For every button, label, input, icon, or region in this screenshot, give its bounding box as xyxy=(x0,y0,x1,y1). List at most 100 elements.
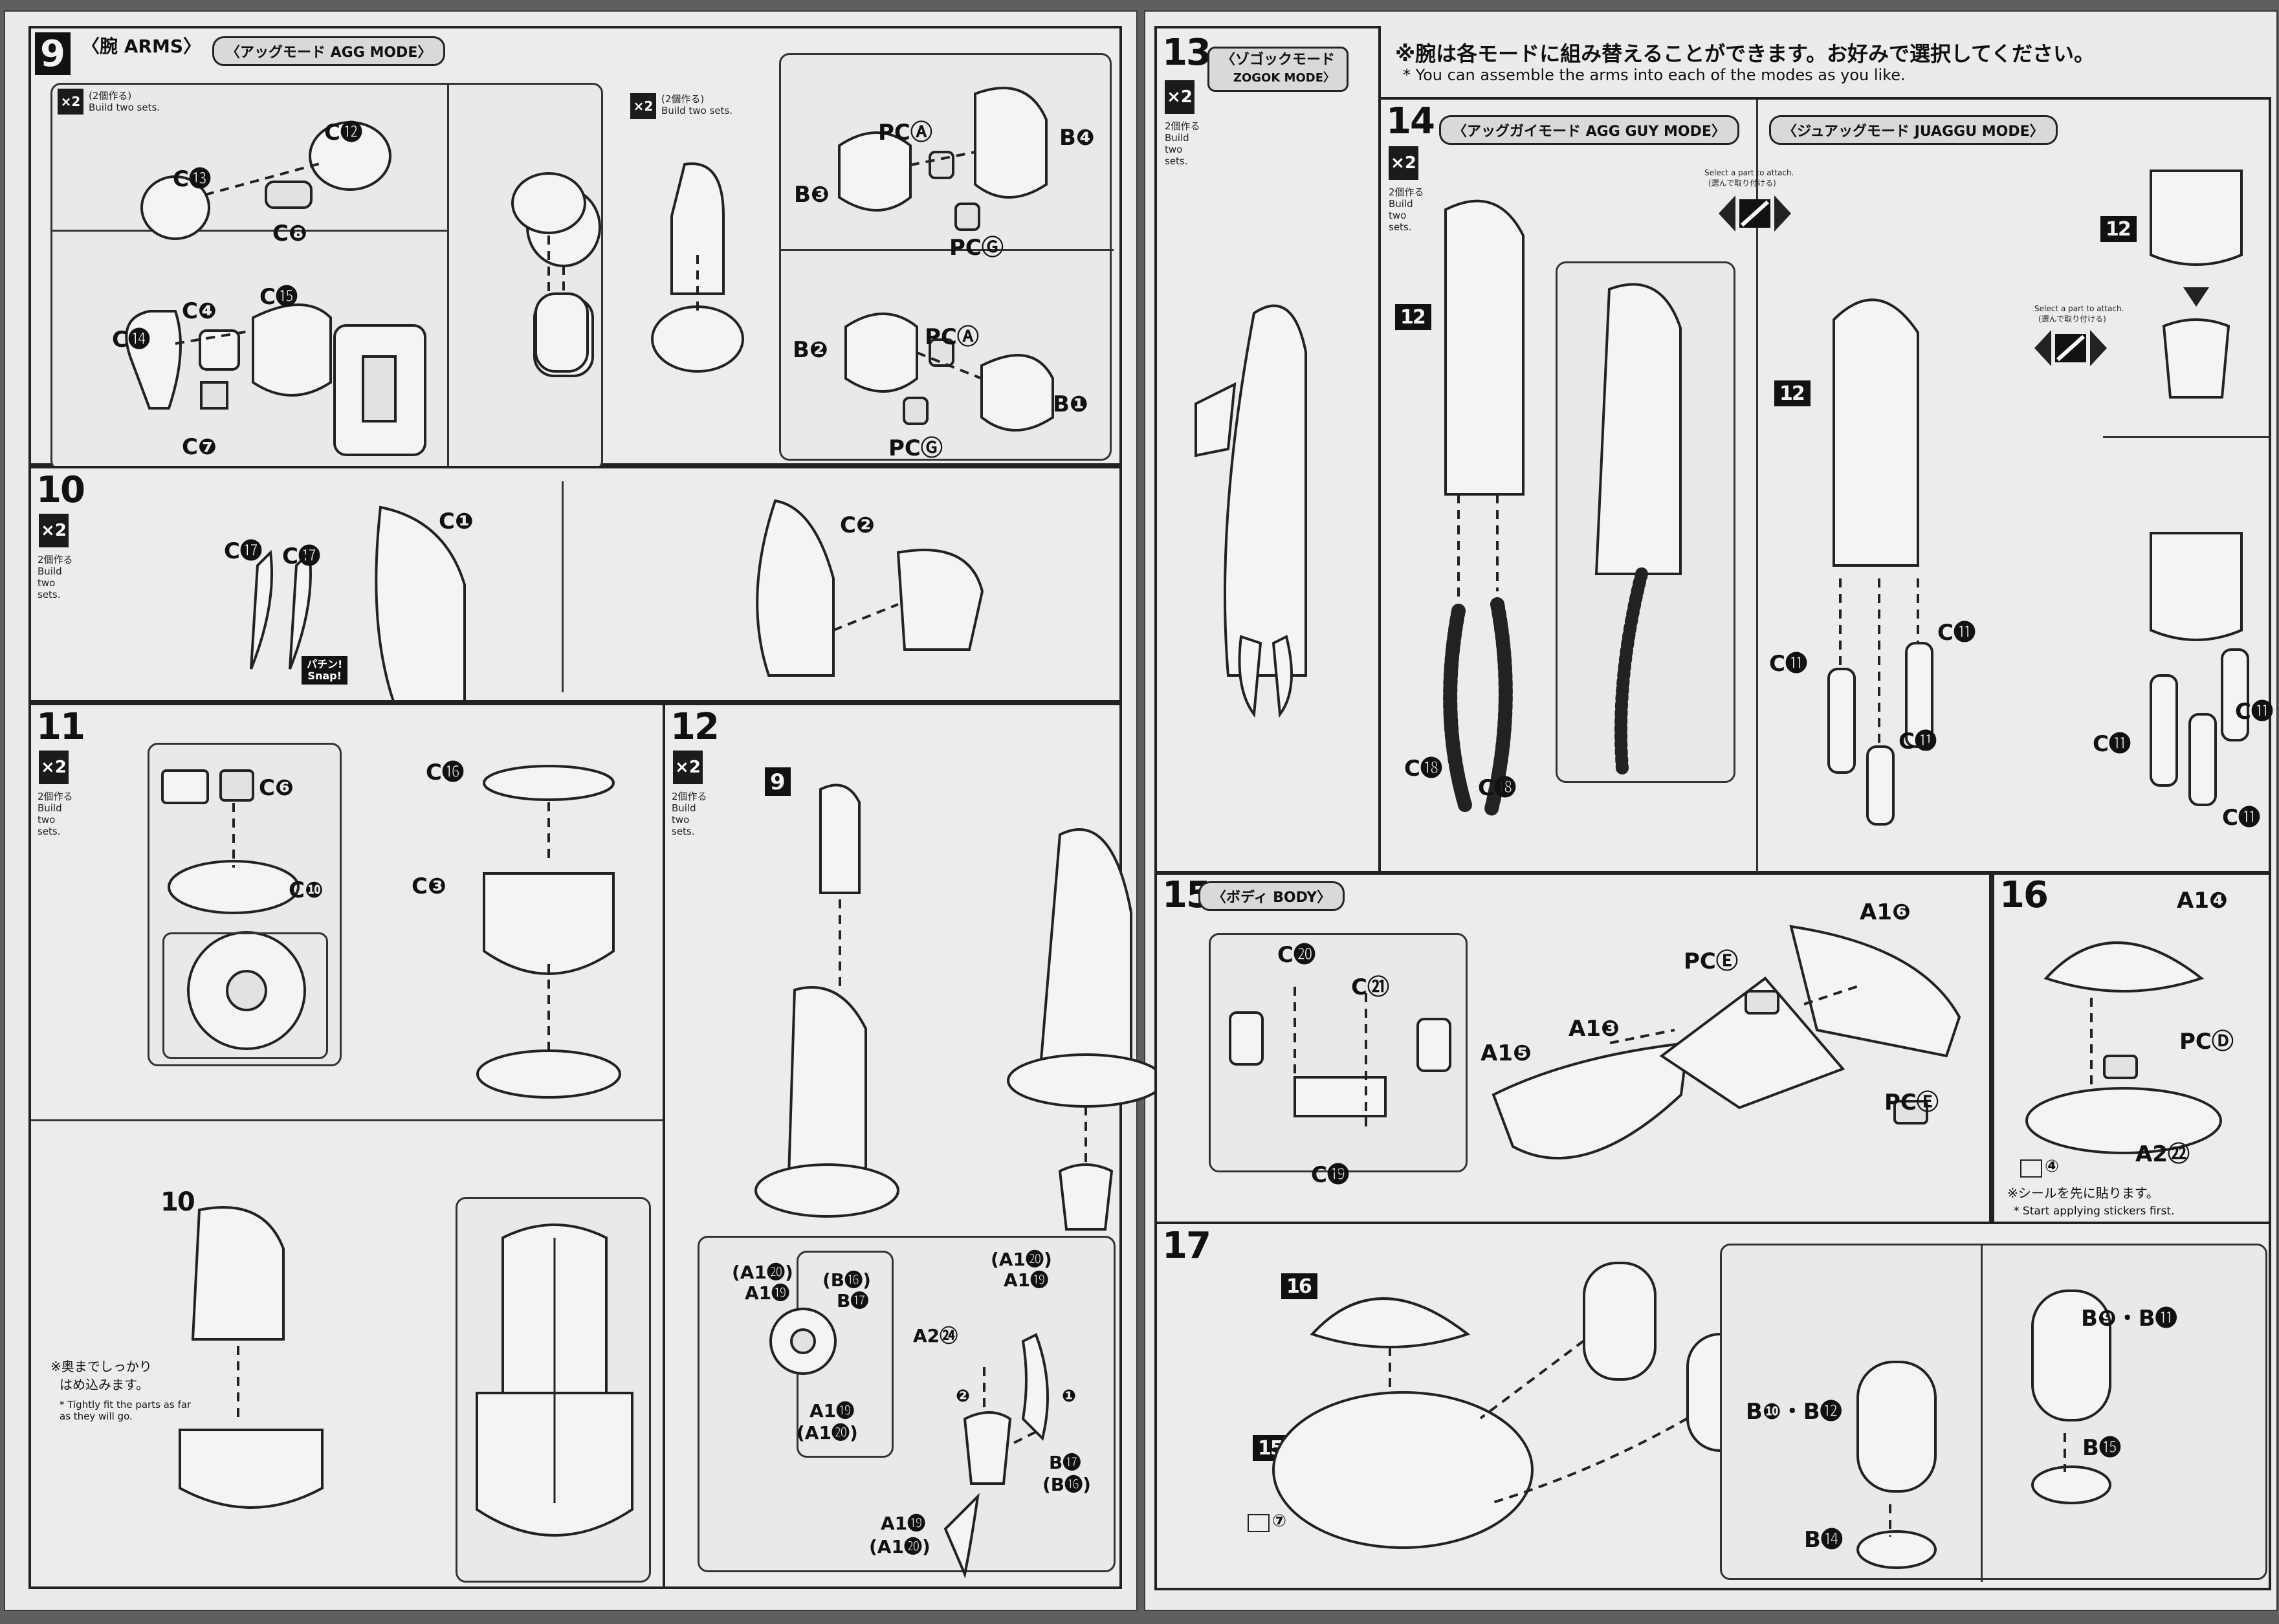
step-number: 16 xyxy=(1999,874,2049,916)
ref-step-16: 16 xyxy=(1281,1273,1317,1299)
part-label-b3: B❸ xyxy=(794,182,830,208)
x2-badge: ×2 xyxy=(673,751,703,784)
ref-step-10: 10 xyxy=(160,1187,195,1217)
divider xyxy=(1981,1245,1983,1582)
step9-panel: 9 〈腕 ARMS〉 〈アッグモード AGG MODE〉 ×2 (2個作る) B… xyxy=(28,26,1122,473)
part-label: (A1⓴) xyxy=(797,1422,858,1443)
divider xyxy=(447,85,449,473)
build-two-en: Build two sets. xyxy=(89,102,160,113)
part-label-b15: B⓯ xyxy=(2082,1435,2121,1461)
detail-box xyxy=(162,932,328,1059)
select-jp: (選んで取り付ける) xyxy=(1708,179,1776,188)
part-label-a14: A1❹ xyxy=(2177,888,2228,914)
part-label-c6: C❻ xyxy=(259,775,294,801)
step-title: 〈腕 ARMS〉 xyxy=(82,36,202,57)
part-label-pcd: PCⒹ xyxy=(2179,1029,2234,1055)
ref-step-9: 9 xyxy=(765,767,791,796)
divider xyxy=(52,230,447,232)
part-label-c11: C⓫ xyxy=(2235,699,2273,725)
build-two-en: Build two sets. xyxy=(38,802,62,837)
juaggu-mode-title: 〈ジュアッグモード JUAGGU MODE〉 xyxy=(1769,115,2058,145)
step15-panel: 15 〈ボディ BODY〉 C⓴ C㉑ C⓳ PCⒺ A1❻ A1❸ A1❺ P… xyxy=(1154,872,1992,1224)
agg-guy-alt-box xyxy=(1556,261,1735,783)
ref-step-12: 12 xyxy=(2100,216,2137,242)
x2-badge: ×2 xyxy=(1165,80,1195,114)
sub-assembly-inner xyxy=(148,743,342,1066)
part-label-b4: B❹ xyxy=(1059,125,1095,151)
part-label-c19: C⓳ xyxy=(1311,1162,1349,1188)
snap-en: Snap! xyxy=(307,670,342,682)
part-label-pca: PCⒶ xyxy=(925,324,979,350)
step-number: 11 xyxy=(36,706,85,748)
juaggu-arm-illustration xyxy=(1827,298,1933,826)
part-label-pce: PCⒺ xyxy=(1684,949,1738,974)
sub-assembly-right: PCⒶ B❹ B❸ PCⒼ PCⒶ B❷ B❶ PCⒼ xyxy=(779,53,1114,461)
part-label-c11: C⓫ xyxy=(2222,805,2260,831)
part-label-a22: A2㉒ xyxy=(2135,1141,2190,1167)
post-parts-box xyxy=(1209,933,1468,1172)
step-number: 13 xyxy=(1162,32,1211,74)
x2-badge: ×2 xyxy=(58,89,83,115)
step11-panel: 11 ×2 2個作る Build two sets. C❻ C❿ C⓰ C❸ 1… xyxy=(28,703,670,1589)
build-two-jp: (2個作る) xyxy=(661,93,705,105)
part-label-c11: C⓫ xyxy=(1769,651,1807,677)
part-label-c11: C⓫ xyxy=(1937,620,1976,646)
swap-arrow-icon xyxy=(1719,195,1791,232)
note-jp-2: はめ込みます。 xyxy=(60,1377,149,1392)
part-label: (B⓰) xyxy=(1042,1474,1091,1495)
part-label: (A1⓴) xyxy=(991,1249,1052,1270)
mode-note-en: * You can assemble the arms into each of… xyxy=(1403,66,1906,84)
step17-panel: 17 16 15 ⑦ B❿・B⓬ B⓮ B❾・B⓫ B⓯ xyxy=(1154,1222,2271,1590)
build-two-en: Build two sets. xyxy=(1389,198,1413,233)
part-label: A1⓳ xyxy=(881,1513,926,1534)
part-label-c17: C⓱ xyxy=(224,538,262,564)
build-two-en: Build two sets. xyxy=(1165,132,1189,167)
part-label-c7: C❼ xyxy=(182,434,217,460)
note-jp-1: ※奥までしっかり xyxy=(50,1359,152,1374)
part-label-a15: A1❺ xyxy=(1481,1040,1532,1066)
arm-assembly-illustration xyxy=(511,162,744,373)
part-label: A1⓳ xyxy=(745,1282,790,1304)
x2-badge: ×2 xyxy=(630,93,656,119)
build-two-jp: 2個作る xyxy=(38,554,73,565)
part-label: (A1⓴) xyxy=(869,1536,930,1557)
order-label: ❶ xyxy=(1062,1387,1077,1406)
step16-panel: 16 A1❹ PCⒹ A2㉒ ④ ※シールを先に貼ります。 * Start ap… xyxy=(1992,872,2271,1224)
part-label-b14: B⓮ xyxy=(1804,1527,1843,1553)
ref-step-12: 12 xyxy=(1774,380,1811,406)
part-label-c11: C⓫ xyxy=(2093,731,2131,757)
step13-panel: 13 〈ゾゴックモード ZOGOK MODE〉 ×2 2個作る Build tw… xyxy=(1154,26,1381,873)
part-label-c2: C❷ xyxy=(840,512,875,538)
mode-en: ZOGOK MODE〉 xyxy=(1233,71,1336,85)
note-en: * Tightly fit the parts as far as they w… xyxy=(60,1399,192,1422)
divider xyxy=(2103,436,2271,438)
part-label-c15: C⓯ xyxy=(259,284,298,310)
part-label-pcg: PCⒼ xyxy=(949,235,1004,261)
agg-guy-alt-illustration xyxy=(1594,283,1682,774)
select-jp: (選んで取り付ける) xyxy=(2038,314,2106,324)
part-label-c10: C❿ xyxy=(289,877,324,903)
note-en: * Start applying stickers first. xyxy=(2014,1205,2175,1218)
select-en: Select a part to attach. xyxy=(1704,168,1794,177)
step-number: 14 xyxy=(1386,100,1435,142)
build-two-en: Build two sets. xyxy=(672,802,696,837)
agg-guy-mode-title: 〈アッグガイモード AGG GUY MODE〉 xyxy=(1439,115,1739,145)
mode-title: 〈アッグモード AGG MODE〉 xyxy=(212,36,446,66)
x2-badge: ×2 xyxy=(39,514,69,547)
skirt-assembly-illustration xyxy=(476,765,621,1099)
build-two-jp: 2個作る xyxy=(38,791,73,802)
mode-jp: 〈ゾゴックモード xyxy=(1221,52,1336,68)
divider xyxy=(31,1119,670,1121)
step10-panel: 10 ×2 2個作る Build two sets. C⓱ C⓱ C❶ C❷ パ… xyxy=(28,466,1122,703)
part-label: B⓱ xyxy=(1049,1452,1081,1473)
build-two-jp: 2個作る xyxy=(1389,186,1424,198)
step-title: 〈ボディ BODY〉 xyxy=(1198,881,1345,911)
divider xyxy=(562,481,564,692)
part-label: A1⓳ xyxy=(1004,1269,1049,1291)
part-label-c18: C⓲ xyxy=(1478,775,1516,801)
mode-note-jp: ※腕は各モードに組み替えることができます。お好みで選択してください。 xyxy=(1395,41,2095,66)
base-parts-illustration xyxy=(161,769,306,1050)
part-label-c11: C⓫ xyxy=(1899,729,1937,754)
order-label: ❷ xyxy=(956,1387,971,1406)
part-label-c21: C㉑ xyxy=(1351,974,1389,1000)
